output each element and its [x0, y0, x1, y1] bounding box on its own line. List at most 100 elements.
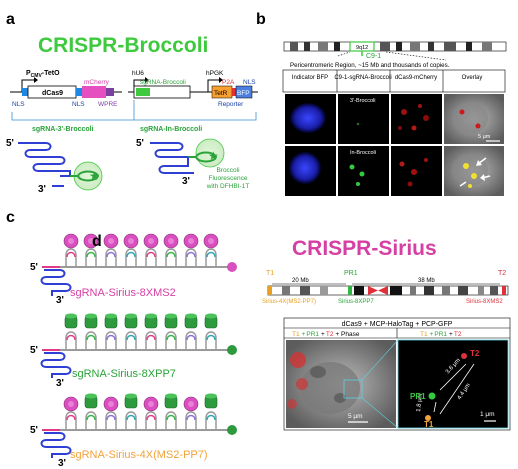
end-protein: [227, 425, 237, 435]
stem-loop: [105, 248, 117, 267]
hu6-arrowhead-icon: [145, 77, 149, 83]
image-bg: [338, 146, 389, 196]
loop-accent: [86, 414, 96, 421]
nls-box: [22, 88, 28, 96]
dot: [356, 182, 360, 186]
dot: [359, 171, 365, 177]
sgrna-sirius-8xms2: 5' 3' sgRNA-Sirius-8XMS2: [30, 233, 237, 306]
header-overlay: Overlay: [462, 75, 483, 81]
dot: [475, 123, 481, 129]
dot: [468, 184, 472, 188]
construct-dcas9: PCMV-TetO dCas9 mCherry NLS NLS WPRE: [10, 70, 122, 108]
broccoli-aptamer-2: [188, 151, 218, 163]
three-prime-label: 3': [38, 184, 46, 195]
pcp-top: [125, 393, 137, 399]
mcp-highlight: [68, 238, 74, 244]
loop-accent: [66, 414, 76, 421]
band: [290, 42, 298, 51]
sgrna-sirius-4x: 5' 3' sgRNA-Sirius-4X(MS2-PP7): [30, 393, 237, 469]
centromere-icon: [368, 286, 378, 295]
band: [320, 286, 328, 295]
t1-spot: [425, 415, 431, 421]
band-label: 9q12: [356, 45, 368, 51]
pcp-top: [65, 313, 77, 319]
five-prime-label-2: 5': [136, 138, 144, 149]
arrow-icon: [459, 181, 467, 187]
pcp-top: [105, 313, 117, 319]
band: [428, 42, 434, 51]
sgrna-strand-3: [158, 157, 194, 174]
scale-label-d1: 5 μm: [348, 413, 363, 420]
dot: [418, 104, 422, 108]
subtitle-right: T1+PR1+T2: [420, 331, 462, 338]
nucleus-blue: [290, 103, 326, 133]
label-sirius-4x: Sirius-4X(MS2-PP7): [262, 299, 316, 305]
label-sirius-8xms2: Sirius-8XMS2: [466, 299, 503, 305]
dist-20mb: 20 Mb: [292, 278, 309, 284]
loop-accent: [66, 251, 76, 258]
loop-accent: [106, 251, 116, 258]
pcp-top: [165, 313, 177, 319]
mcp-highlight: [188, 238, 194, 244]
arrowhead-icon: [480, 174, 485, 181]
zoom-image: [397, 339, 509, 429]
label-sirius-8xpp7: Sirius-8XPP7: [338, 299, 374, 305]
sgrna-broccoli-label: sgRNA-Broccoli: [140, 79, 186, 86]
band: [444, 42, 456, 51]
pr1-label-top: PR1: [344, 270, 358, 277]
stem-loop: [185, 331, 197, 350]
mcp-highlight: [148, 401, 154, 407]
loop-accent: [206, 334, 216, 341]
dot: [356, 122, 360, 126]
band: [458, 286, 468, 295]
band: [396, 42, 402, 51]
mcp-highlight: [108, 238, 114, 244]
mixed-loop-array: [63, 393, 237, 435]
band: [282, 286, 290, 295]
loop-accent: [206, 414, 216, 421]
stem-loop: [85, 248, 97, 267]
loop-accent: [86, 334, 96, 341]
loop-accent: [106, 334, 116, 341]
stem-loop: [145, 331, 157, 350]
mcp-highlight: [108, 401, 114, 407]
loop-accent: [146, 414, 156, 421]
sgrna-strand-c1: [40, 269, 72, 296]
panel-label-d: d: [92, 233, 102, 250]
scale-label: 5 μm: [478, 134, 491, 140]
stem-loop: [185, 248, 197, 267]
loop-accent: [186, 414, 196, 421]
sgrna-sirius-8xpp7: 5' 3' sgRNA-Sirius-8XPP7: [30, 313, 237, 389]
sg3-label: sgRNA-3'-Broccoli: [32, 126, 94, 133]
dot: [349, 164, 355, 170]
pcp-top: [125, 313, 137, 319]
loop-accent: [126, 251, 136, 258]
t2-label-top: T2: [498, 270, 506, 277]
zoom-line-left: [337, 51, 351, 57]
nls-label-1: NLS: [12, 101, 25, 108]
pr1-label: PR1: [410, 392, 426, 401]
sgrna-strand-2: [150, 142, 188, 158]
dot: [398, 126, 402, 130]
chromosome-ideogram: 9q12 C9-1 Pericentromeric Region, ~15 Mb…: [283, 41, 507, 69]
zoom-line: [361, 339, 399, 381]
panel-c: c 5' 3' sgRNA-Sirius-8XMS2 5' 3' sgRNA-S…: [6, 209, 237, 469]
centromere-icon: [378, 286, 388, 295]
mcp-highlight: [168, 238, 174, 244]
three-prime-c3: 3': [58, 458, 66, 469]
sgrna-strand-c2: [40, 352, 72, 378]
stem-loop: [185, 411, 197, 430]
red-signal: [290, 352, 306, 368]
stem-loop: [145, 411, 157, 430]
band: [304, 42, 310, 51]
hpgk-arrowhead-icon: [219, 77, 223, 83]
end-protein: [227, 345, 237, 355]
band: [410, 42, 420, 51]
header-frame: [282, 69, 506, 93]
band: [390, 286, 402, 295]
nucleus-phase: [300, 362, 360, 414]
dot: [459, 109, 465, 115]
mcherry-box: [82, 86, 106, 98]
loop-accent: [166, 251, 176, 258]
dot: [424, 158, 428, 162]
